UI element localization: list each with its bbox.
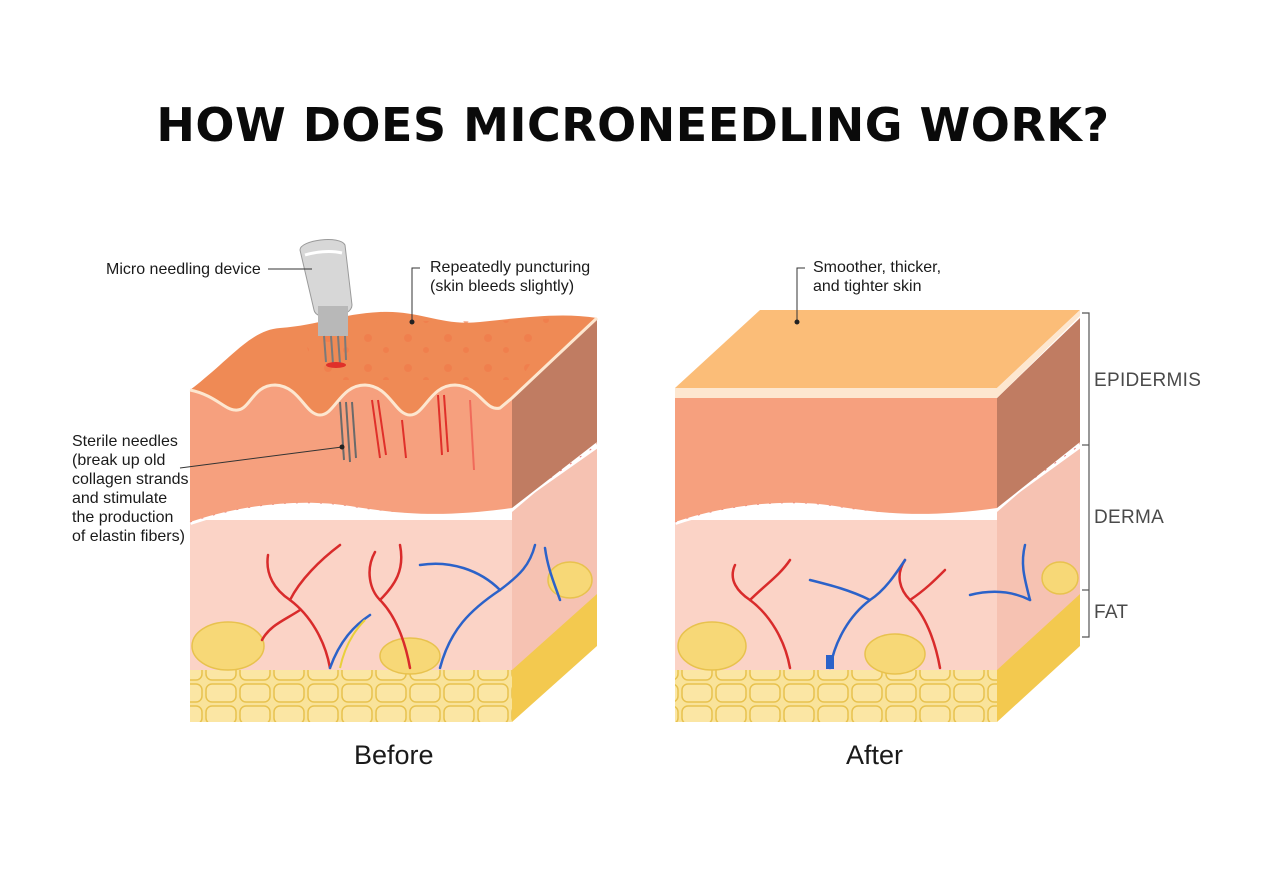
- after-derma-side: [997, 440, 1080, 670]
- label-line: (skin bleeds slightly): [430, 278, 575, 295]
- page-title: HOW DOES MICRONEEDLING WORK?: [156, 98, 1110, 152]
- label-line: and tighter skin: [813, 278, 922, 295]
- before-skin-block: [179, 239, 599, 722]
- before-puncture-marks: [371, 394, 475, 471]
- after-fat-side: [997, 592, 1080, 722]
- before-fat-side: [512, 592, 597, 722]
- after-skin-block: [674, 267, 1082, 722]
- label-line: the production: [72, 509, 174, 526]
- before-needles-in-skin: [339, 401, 357, 463]
- layer-label-fat: FAT: [1094, 602, 1129, 623]
- label-line: (break up old: [72, 452, 166, 469]
- label-line: collagen strands: [72, 471, 189, 488]
- caption-after: After: [846, 740, 904, 770]
- layer-label-epidermis: EPIDERMIS: [1094, 370, 1202, 391]
- label-smoother-skin: Smoother, thicker, and tighter skin: [813, 258, 941, 296]
- label-sterile-needles: Sterile needles (break up old collagen s…: [72, 432, 189, 546]
- layer-bracket: [1082, 312, 1090, 638]
- before-epidermis-front: [190, 385, 512, 522]
- before-veins: [328, 543, 562, 670]
- label-line: Repeatedly puncturing: [430, 259, 591, 276]
- after-surface: [675, 310, 1080, 388]
- label-line: Sterile needles: [72, 433, 178, 450]
- label-repeated-puncturing: Repeatedly puncturing (skin bleeds sligh…: [430, 258, 590, 296]
- before-arteries: [260, 543, 412, 670]
- label-line: Smoother, thicker,: [813, 259, 942, 276]
- layer-label-derma: DERMA: [1094, 507, 1165, 528]
- after-epidermis-side: [997, 318, 1080, 508]
- after-fat-front: [675, 668, 997, 722]
- after-fat-globules: [677, 561, 1079, 675]
- before-epidermis-side: [512, 318, 597, 508]
- before-fat-globules: [191, 561, 593, 675]
- after-epidermis-front: [675, 398, 997, 522]
- after-veins: [808, 543, 1032, 670]
- microneedling-device-icon: [299, 239, 353, 368]
- label-line: of elastin fibers): [72, 528, 185, 545]
- before-fat-front: [190, 668, 512, 722]
- after-arteries: [731, 558, 947, 670]
- label-microneedling-device: Micro needling device: [106, 261, 261, 278]
- caption-before: Before: [354, 740, 434, 770]
- label-line: and stimulate: [72, 490, 168, 507]
- before-derma-side: [512, 440, 597, 670]
